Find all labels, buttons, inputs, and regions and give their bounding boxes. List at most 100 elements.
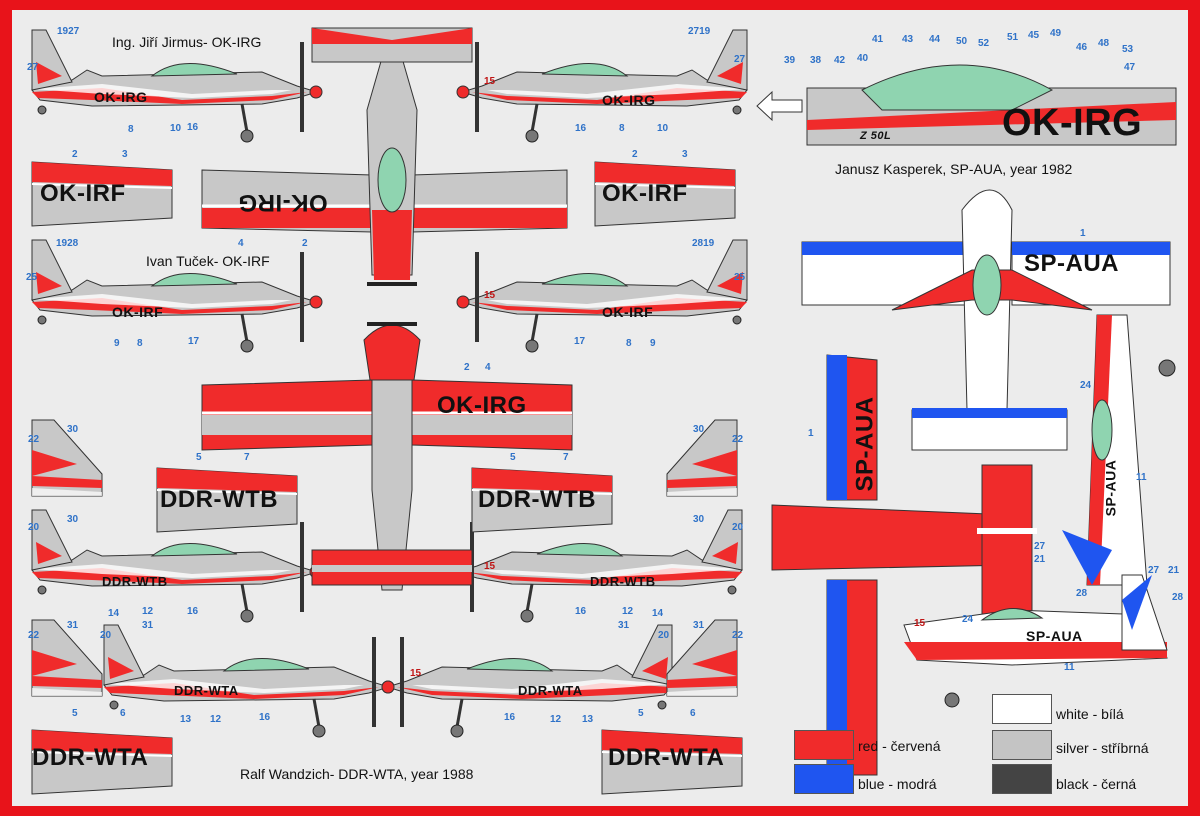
legend-blue-label: blue - modrá [858, 776, 937, 792]
reg-irf-wing-right: OK-IRF [602, 180, 688, 207]
legend-swatch-black [992, 764, 1052, 794]
reg-wtb-wing-left: DDR-WTB [160, 486, 279, 513]
callout-24: 24 [1080, 380, 1092, 391]
callout-1b: 1 [808, 428, 814, 439]
callout-9: 9 [114, 338, 120, 349]
reg-aua-side: SP-AUA [1026, 628, 1083, 644]
callout-51: 51 [1007, 32, 1019, 43]
reg-zsol: Z 50L [860, 130, 892, 142]
callout-11b: 11 [1064, 662, 1075, 673]
callout-5b: 5 [510, 452, 516, 463]
callout-16: 16 [187, 122, 199, 133]
callout-5d: 5 [638, 708, 644, 719]
legend-white-label: white - bílá [1056, 706, 1124, 722]
callout-12b: 12 [622, 606, 634, 617]
callout-2819: 2819 [692, 238, 715, 249]
legend-swatch-blue [794, 764, 854, 794]
callout-52: 52 [978, 38, 990, 49]
callout-16f: 16 [504, 712, 516, 723]
callout-1927: 1927 [57, 26, 80, 37]
callout-5c: 5 [72, 708, 78, 719]
callout-22c: 22 [28, 630, 40, 641]
reg-aua-wing: SP-AUA [1024, 250, 1120, 277]
callout-7b: 7 [563, 452, 569, 463]
callout-14: 14 [108, 608, 120, 619]
callout-1: 1 [1080, 228, 1086, 239]
callout-2719: 2719 [688, 26, 711, 37]
callout-38: 38 [810, 55, 822, 66]
reg-irg-wing: OK-IRG [437, 392, 527, 419]
callout-42: 42 [834, 55, 846, 66]
callout-45: 45 [1028, 30, 1040, 41]
caption-wandzich: Ralf Wandzich- DDR-WTA, year 1988 [240, 766, 474, 782]
callout-17b: 17 [574, 336, 586, 347]
decal-sheet: Ing. Jiří Jirmus- OK-IRG Ivan Tuček- OK-… [12, 10, 1188, 806]
callout-22d: 22 [732, 630, 744, 641]
callout-17: 17 [188, 336, 200, 347]
reg-irf-side-right: OK-IRF [602, 304, 654, 320]
callout-12: 12 [142, 606, 154, 617]
callout-41: 41 [872, 34, 884, 45]
callout-10: 10 [170, 123, 182, 134]
reg-wtb-wing-right: DDR-WTB [478, 486, 597, 513]
callout-13b: 13 [582, 714, 594, 725]
callout-44: 44 [929, 34, 941, 45]
callout-21: 21 [1034, 554, 1046, 565]
callout-27c: 27 [1034, 541, 1046, 552]
caption-tucek: Ivan Tuček- OK-IRF [146, 253, 270, 269]
callout-47: 47 [1124, 62, 1136, 73]
reg-wtb-side-right: DDR-WTB [590, 574, 656, 589]
callout-3: 3 [122, 149, 128, 160]
callout-16d: 16 [575, 606, 587, 617]
callout-15b: 15 [484, 290, 496, 301]
callout-21b: 21 [1168, 565, 1180, 576]
reg-irf-wing-left: OK-IRF [40, 180, 126, 207]
callout-15e: 15 [410, 668, 422, 679]
legend-black-label: black - černá [1056, 776, 1137, 792]
legend-swatch-white [992, 694, 1052, 724]
legend-silver-label: silver - stříbrná [1056, 740, 1149, 756]
callout-27: 27 [27, 62, 39, 73]
callout-2c: 2 [302, 238, 308, 249]
legend-swatch-red [794, 730, 854, 760]
callout-20b: 20 [732, 522, 744, 533]
callout-49: 49 [1050, 28, 1062, 39]
callout-20c: 20 [100, 630, 112, 641]
legend-red-label: red - červená [858, 738, 941, 754]
callout-20: 20 [28, 522, 40, 533]
callout-25b: 25 [734, 272, 746, 283]
reg-aua-side-vertical: SP-AUA [1102, 459, 1119, 517]
callout-4: 4 [238, 238, 244, 249]
callout-4b: 4 [485, 362, 491, 373]
callout-9b: 9 [650, 338, 656, 349]
callout-16b: 16 [575, 123, 587, 134]
callout-2: 2 [72, 149, 78, 160]
callout-30b: 30 [693, 424, 705, 435]
callout-16e: 16 [259, 712, 271, 723]
reg-wtb-side-left: DDR-WTB [102, 574, 168, 589]
callout-10b: 10 [657, 123, 669, 134]
callout-53: 53 [1122, 44, 1134, 55]
callout-28: 28 [1076, 588, 1088, 599]
callout-6: 6 [120, 708, 126, 719]
callout-14b: 14 [652, 608, 664, 619]
callout-46: 46 [1076, 42, 1088, 53]
callout-8c: 8 [137, 338, 143, 349]
reg-wta-wing-right: DDR-WTA [608, 744, 725, 771]
callout-25: 25 [26, 272, 38, 283]
reg-irg-side-left: OK-IRG [94, 89, 148, 105]
callout-13: 13 [180, 714, 192, 725]
reg-wta-side-left: DDR-WTA [174, 683, 239, 698]
caption-kasperek: Janusz Kasperek, SP-AUA, year 1982 [835, 161, 1073, 177]
callout-43: 43 [902, 34, 914, 45]
callout-22: 22 [28, 434, 40, 445]
callout-16c: 16 [187, 606, 199, 617]
callout-40: 40 [857, 53, 869, 64]
callout-5: 5 [196, 452, 202, 463]
callout-20d: 20 [658, 630, 670, 641]
reg-aua-bottom: SP-AUA [851, 396, 879, 492]
reg-irf-side-left: OK-IRF [112, 304, 164, 320]
callout-2d: 2 [464, 362, 470, 373]
callout-15d: 15 [914, 618, 926, 629]
callout-30: 30 [67, 424, 79, 435]
